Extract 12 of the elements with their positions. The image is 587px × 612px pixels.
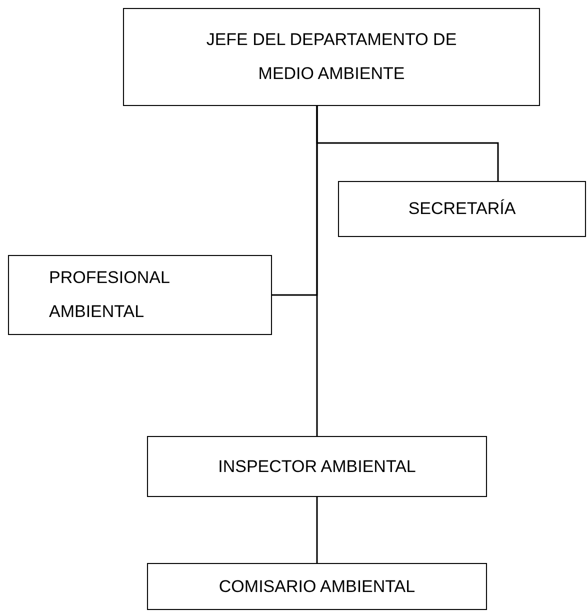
org-box [338, 181, 586, 237]
box-label: COMISARIO AMBIENTAL [218, 576, 416, 598]
box-label: PROFESIONAL AMBIENTAL [49, 267, 170, 323]
connector-line [316, 497, 318, 563]
org-box [8, 255, 272, 335]
box-label: INSPECTOR AMBIENTAL [218, 456, 416, 478]
box-label: SECRETARÍA [408, 198, 516, 220]
connector-line [316, 106, 318, 436]
org-box [147, 436, 487, 497]
box-label: JEFE DEL DEPARTAMENTO DE MEDIO AMBIENTE [205, 29, 458, 85]
org-box [147, 563, 487, 610]
org-box [123, 8, 540, 106]
